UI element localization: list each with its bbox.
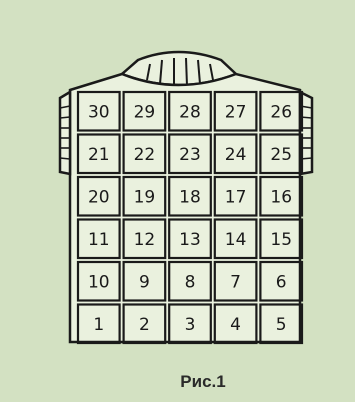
grid-cell-number: 26	[270, 102, 292, 122]
grid-cell-number: 2	[139, 315, 150, 335]
grid-cell-number: 10	[88, 272, 110, 292]
grid-cell-number: 15	[270, 230, 292, 250]
grid-cell-number: 3	[185, 315, 196, 335]
grid-cell-number: 5	[276, 315, 287, 335]
grid-cell-number: 16	[270, 187, 292, 207]
grid-cell-number: 28	[179, 102, 201, 122]
grid-cell-number: 17	[225, 187, 247, 207]
grid-cell-number: 21	[88, 145, 110, 165]
grid-cell-number: 29	[134, 102, 156, 122]
grid-cell-number: 9	[139, 272, 150, 292]
grid-cell-number: 22	[134, 145, 156, 165]
grid-cell-number: 20	[88, 187, 110, 207]
grid-cell-number: 7	[230, 272, 241, 292]
grid-cell-number: 11	[88, 230, 110, 250]
grid-cell-number: 30	[88, 102, 110, 122]
grid-cell-number: 6	[276, 272, 287, 292]
grid-cell-number: 12	[134, 230, 156, 250]
grid-cell-number: 4	[230, 315, 241, 335]
figure-caption: Рис.1	[180, 372, 225, 391]
grid-cell-number: 8	[185, 272, 196, 292]
grid-cell-number: 18	[179, 187, 201, 207]
grid-cell-number: 23	[179, 145, 201, 165]
grid-cell-number: 14	[225, 230, 247, 250]
grid-cell-number: 24	[225, 145, 247, 165]
left-sleeve-cuff	[60, 92, 70, 174]
grid-cell-number: 25	[270, 145, 292, 165]
grid-cell-number: 1	[93, 315, 104, 335]
grid-cell-number: 27	[225, 102, 247, 122]
grid-cell-number: 13	[179, 230, 201, 250]
grid-cell-number: 19	[134, 187, 156, 207]
